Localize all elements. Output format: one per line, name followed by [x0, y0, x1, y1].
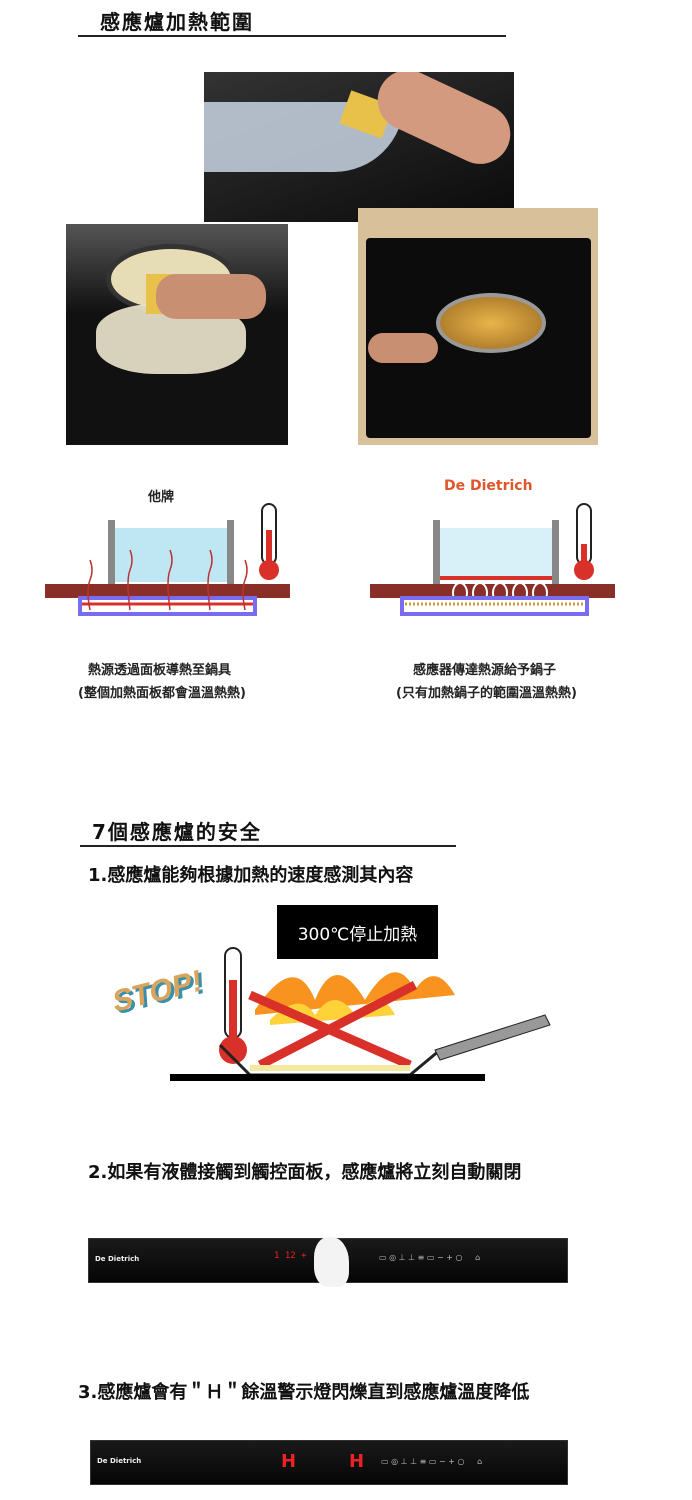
- section-title-heating-range: 感應爐加熱範圍: [100, 10, 254, 34]
- note-de-dietrich: (只有加熱鍋子的範圍溫溫熱熱): [396, 686, 577, 701]
- safety-item-3: 3.感應爐會有＂Ｈ＂餘溫警示燈閃爍直到感應爐溫度降低: [78, 1382, 530, 1403]
- liquid-splash: [314, 1237, 349, 1287]
- panel-brand-logo: De Dietrich: [95, 1255, 140, 1263]
- other-brand-label: 他牌: [148, 490, 175, 505]
- panel-display: 1 12 +: [274, 1251, 307, 1261]
- stop-temperature-box: 300℃停止加熱: [277, 905, 438, 959]
- h-warning-light-2: H: [349, 1451, 365, 1472]
- photo-wiping-cooktop: [204, 72, 514, 222]
- panel-touch-controls: ▭ ◎ ⊥ ⊥ ≡ ▭ − + ○ ⌂: [379, 1253, 481, 1262]
- note-other-brand: (整個加熱面板都會溫溫熱熱): [78, 686, 246, 701]
- h-warning-light-1: H: [281, 1451, 297, 1472]
- overheat-illustration: [170, 947, 551, 1081]
- safety-item-2: 2.如果有液體接觸到觸控面板，感應爐將立刻自動關閉: [88, 1162, 522, 1183]
- photo-crepe-pan: [66, 224, 288, 445]
- de-dietrich-logo: De Dietrich: [444, 478, 533, 494]
- caption-de-dietrich: 感應器傳達熱源給予鍋子: [413, 663, 557, 678]
- title-underline: [78, 35, 506, 37]
- safety-item-1: 1.感應爐能夠根據加熱的速度感測其內容: [88, 865, 414, 886]
- control-panel-liquid: De Dietrich 1 12 + ▭ ◎ ⊥ ⊥ ≡ ▭ − + ○ ⌂: [88, 1237, 568, 1287]
- photo-pasta-pan: [358, 208, 598, 445]
- section-title-safety: 7個感應爐的安全: [92, 820, 262, 844]
- control-panel-h-warning: De Dietrich H H ▭ ◎ ⊥ ⊥ ≡ ▭ − + ○ ⌂: [90, 1440, 568, 1485]
- caption-other-brand: 熱源透過面板導熱至鍋具: [88, 663, 232, 678]
- panel-touch-controls-2: ▭ ◎ ⊥ ⊥ ≡ ▭ − + ○ ⌂: [381, 1457, 483, 1466]
- safety-underline: [80, 845, 456, 847]
- diagram-other-brand: [45, 503, 290, 616]
- panel-brand-logo-2: De Dietrich: [97, 1457, 142, 1465]
- diagram-de-dietrich: [370, 503, 615, 616]
